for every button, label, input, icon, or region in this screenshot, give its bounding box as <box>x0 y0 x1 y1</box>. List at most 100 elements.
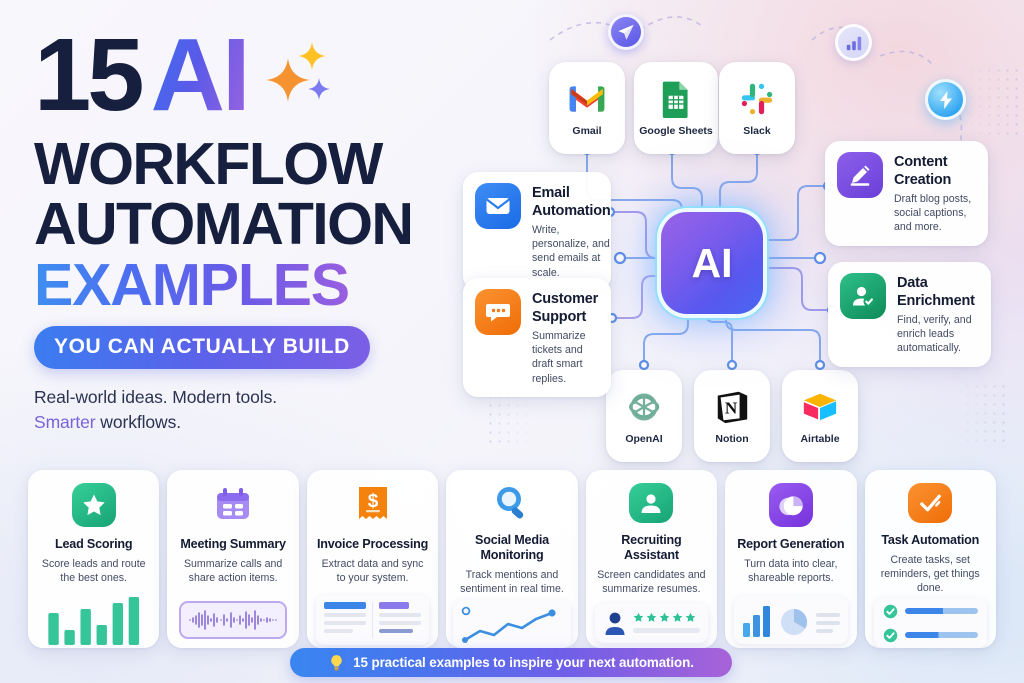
example-title: Social Media Monitoring <box>475 533 549 562</box>
footer-number: 15 <box>353 655 368 670</box>
pie-chart-glyph <box>779 495 804 515</box>
feature-card-customer-support[interactable]: Customer Support Summarize tickets and d… <box>463 278 611 397</box>
app-tile-notion[interactable]: N Notion <box>694 370 770 462</box>
example-title: Task Automation <box>881 533 980 548</box>
paper-plane-icon <box>618 24 634 40</box>
calendar-glyph <box>217 488 250 519</box>
feature-card-content-creation[interactable]: Content Creation Draft blog posts, socia… <box>825 141 988 246</box>
check-icon <box>908 483 953 524</box>
waveform-glyph <box>189 610 277 630</box>
mini-line-chart <box>461 606 556 643</box>
example-visual-avatar-stars <box>594 597 709 648</box>
feature-card-email-automation[interactable]: Email Automation Write, personalize, and… <box>463 172 611 291</box>
example-visual-bar-chart <box>37 592 150 648</box>
app-tile-openai[interactable]: OpenAI <box>606 370 682 462</box>
app-tile-google-sheets[interactable]: Google Sheets <box>634 62 718 154</box>
example-desc: Score leads and route the best ones. <box>41 557 146 584</box>
feature-text: Customer Support Summarize tickets and d… <box>532 289 599 386</box>
example-card-lead-scoring[interactable]: Lead Scoring Score leads and route the b… <box>28 470 160 648</box>
example-desc: Screen candidates and summarize resumes. <box>597 568 706 595</box>
example-card-social-media-monitoring[interactable]: Social Media Monitoring Track mentions a… <box>446 470 578 648</box>
pie-chart-icon <box>768 483 813 527</box>
example-card-meeting-summary[interactable]: Meeting Summary Summarize calls and shar… <box>167 470 299 648</box>
example-desc: Turn data into clear, shareable reports. <box>744 557 838 584</box>
chat-bubble-icon <box>475 289 521 335</box>
feature-title-line1: Content <box>894 154 948 170</box>
speed-badge <box>925 79 966 120</box>
example-card-report-generation[interactable]: Report Generation Turn data into clear, … <box>725 470 857 648</box>
example-title: Meeting Summary <box>180 537 286 551</box>
footer-callout: 15 practical examples to inspire your ne… <box>290 648 732 677</box>
person-glyph <box>641 494 661 513</box>
app-tile-gmail[interactable]: Gmail <box>549 62 625 154</box>
example-title: Lead Scoring <box>55 537 133 551</box>
example-card-task-automation[interactable]: Task Automation Create tasks, set remind… <box>864 470 996 648</box>
app-label: Gmail <box>572 124 602 137</box>
person-icon <box>629 483 674 523</box>
checklist-item <box>883 604 978 619</box>
calendar-icon <box>211 483 255 527</box>
footer-message: practical examples to inspire your next … <box>367 655 694 670</box>
feature-title-line2: Enrichment <box>897 293 975 309</box>
headline-block: 15 AI WORKFLOW AUTOMATION EXAMPLES YOU C… <box>34 17 464 435</box>
example-title: Report Generation <box>737 537 845 551</box>
bar-chart-icon <box>846 36 861 50</box>
example-visual-line-chart <box>452 597 571 648</box>
openai-icon <box>629 393 660 420</box>
subtitle-rest: workflows. <box>95 412 181 433</box>
headline-line-four: EXAMPLES <box>34 254 464 316</box>
feature-title-line1: Email <box>532 185 570 201</box>
envelope-glyph <box>486 198 510 214</box>
app-tile-airtable[interactable]: Airtable <box>782 370 858 462</box>
lightbulb-icon <box>331 655 342 671</box>
feature-title-line2: Automation <box>532 203 611 219</box>
ai-hub-chip[interactable]: AI <box>661 212 763 314</box>
receipt-dollar-icon: $ <box>351 483 395 527</box>
feature-desc: Write, personalize, and send emails at s… <box>532 224 610 279</box>
feature-title-line1: Customer <box>532 291 599 307</box>
build-badge: YOU CAN ACTUALLY BUILD <box>34 325 370 369</box>
rating-block <box>632 612 701 634</box>
google-sheets-icon <box>662 81 688 118</box>
checklist-box <box>873 598 987 648</box>
examples-card-row: Lead Scoring Score leads and route the b… <box>28 470 996 648</box>
feature-title: Data Enrichment <box>897 275 975 309</box>
feature-card-data-enrichment[interactable]: Data Enrichment Find, verify, and enrich… <box>828 262 991 367</box>
footer-text: 15 practical examples to inspire your ne… <box>353 655 694 670</box>
svg-text:$: $ <box>367 491 378 512</box>
example-desc: Create tasks, set reminders, get things … <box>880 554 980 595</box>
document-left <box>323 602 367 638</box>
feature-desc: Find, verify, and enrich leads automatic… <box>897 314 972 355</box>
feature-text: Email Automation Write, personalize, and… <box>532 183 611 280</box>
user-check-glyph <box>853 286 875 307</box>
example-card-recruiting-assistant[interactable]: Recruiting Assistant Screen candidates a… <box>585 470 718 648</box>
sparkle-yellow-icon <box>297 42 326 70</box>
line-chart-box <box>452 599 571 648</box>
gmail-icon <box>569 85 605 112</box>
feature-title-line2: Creation <box>894 172 952 188</box>
headline-line-three: AUTOMATION <box>34 191 414 258</box>
mini-bar-chart <box>48 597 140 645</box>
mini-pie <box>781 608 808 635</box>
receipt-glyph: $ <box>358 487 387 519</box>
svg-text:N: N <box>725 398 738 417</box>
example-card-invoice-processing[interactable]: $ Invoice Processing Extract data and sy… <box>306 470 439 648</box>
documents-box <box>315 595 430 645</box>
example-visual-bars-pie <box>734 592 848 648</box>
notion-icon: N <box>717 391 748 423</box>
example-visual-checklist <box>873 596 987 648</box>
waveform-box <box>179 601 288 639</box>
headline-count: 15 <box>34 17 145 132</box>
avatar-glyph <box>605 612 625 635</box>
feature-title: Content Creation <box>894 154 951 188</box>
feature-desc: Draft blog posts, social captions, and m… <box>894 193 972 234</box>
magnifier-icon <box>490 483 534 523</box>
report-visual-box <box>734 596 848 644</box>
sparkles-decoration <box>260 42 356 132</box>
star-glyph <box>83 494 105 516</box>
envelope-icon <box>475 183 521 229</box>
app-tile-slack[interactable]: Slack <box>719 62 795 154</box>
document-right <box>379 602 422 638</box>
headline-row-one: 15 AI <box>34 17 464 132</box>
example-title: Invoice Processing <box>316 537 429 551</box>
